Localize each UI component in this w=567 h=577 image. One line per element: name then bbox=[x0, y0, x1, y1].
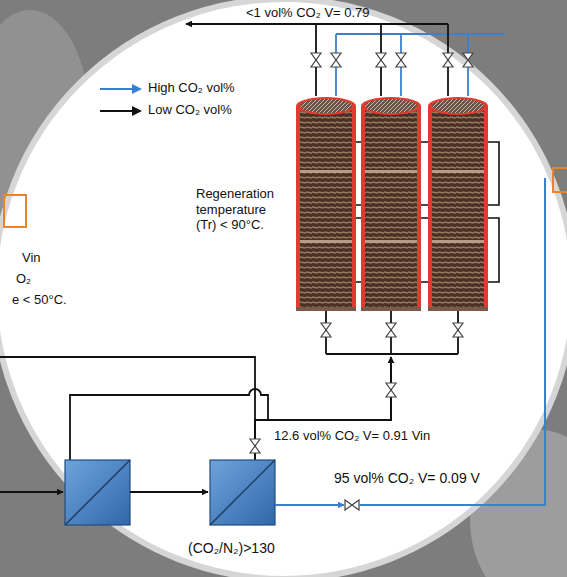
valve-half bbox=[463, 53, 473, 60]
legend-arrow-shaft bbox=[100, 110, 134, 112]
stream-label: 95 vol% CO₂ V= 0.09 V bbox=[334, 470, 480, 487]
condition-note: e < 50°C. bbox=[12, 292, 67, 308]
stream-label: 12.6 vol% CO₂ V= 0.91 Vin bbox=[274, 428, 430, 444]
valve-symbol bbox=[463, 53, 473, 67]
valve-symbol bbox=[331, 53, 341, 67]
adsorption-column bbox=[361, 97, 432, 311]
legend-text: High CO₂ vol% bbox=[148, 80, 235, 96]
valve-half bbox=[250, 446, 260, 453]
valve-half bbox=[396, 53, 406, 60]
adsorption-column bbox=[296, 97, 367, 311]
legend-arrow bbox=[100, 105, 144, 117]
column-base bbox=[361, 307, 421, 311]
membrane-module bbox=[65, 460, 130, 525]
valve-half bbox=[321, 330, 331, 337]
low-co2-pipe bbox=[0, 357, 255, 420]
high-co2-pipe bbox=[359, 178, 545, 505]
valve-symbol bbox=[443, 53, 453, 67]
section-gap bbox=[365, 240, 417, 243]
column-cap bbox=[432, 99, 484, 113]
column-cap bbox=[428, 97, 488, 115]
electrode-bracket bbox=[488, 142, 499, 282]
valve-half bbox=[443, 60, 453, 67]
valve-half bbox=[311, 53, 321, 60]
heater-jacket bbox=[296, 106, 356, 310]
heater-jacket bbox=[428, 106, 488, 310]
valve-half bbox=[453, 330, 463, 337]
valve-half bbox=[376, 53, 386, 60]
low-co2-pipe bbox=[186, 23, 448, 25]
valve-half bbox=[352, 500, 359, 510]
section-gap bbox=[300, 170, 352, 173]
stream-label: Vin bbox=[22, 250, 41, 266]
column-body bbox=[300, 106, 352, 310]
valve-half bbox=[376, 60, 386, 67]
section-gap bbox=[365, 170, 417, 173]
high-co2-pipe bbox=[336, 33, 505, 35]
valve-symbol bbox=[386, 323, 396, 337]
valve-half bbox=[345, 500, 352, 510]
valve-half bbox=[386, 323, 396, 330]
legend-arrow-shaft bbox=[100, 88, 134, 90]
valve-half bbox=[331, 53, 341, 60]
low-co2-pipe bbox=[70, 389, 268, 460]
legend-arrow bbox=[100, 83, 144, 95]
membrane-sheet bbox=[65, 460, 130, 525]
section-gap bbox=[432, 170, 484, 173]
valve-half bbox=[386, 383, 396, 390]
membrane-sheet bbox=[210, 460, 275, 525]
membrane-box bbox=[65, 460, 130, 525]
section-gap bbox=[432, 240, 484, 243]
low-co2-pipe bbox=[0, 491, 63, 493]
valve-half bbox=[386, 330, 396, 337]
legend-arrow-head bbox=[132, 84, 142, 94]
valve-half bbox=[463, 60, 473, 67]
low-co2-pipe bbox=[130, 491, 208, 493]
valve-half bbox=[443, 53, 453, 60]
column-cap bbox=[365, 99, 417, 113]
valve-half bbox=[396, 60, 406, 67]
membrane-box bbox=[210, 460, 275, 525]
valve-symbol bbox=[453, 323, 463, 337]
stream-label: <1 vol% CO₂ V= 0.79 bbox=[246, 5, 370, 21]
column-cap bbox=[296, 97, 356, 115]
selectivity-label: (CO₂/N₂)>130 bbox=[188, 540, 275, 557]
column-body bbox=[432, 106, 484, 310]
valve-symbol bbox=[345, 500, 359, 510]
valve-symbol bbox=[250, 439, 260, 453]
column-base bbox=[428, 307, 488, 311]
legend-arrow-head bbox=[132, 106, 142, 116]
valve-symbol bbox=[311, 53, 321, 67]
valve-symbol bbox=[376, 53, 386, 67]
valve-half bbox=[250, 439, 260, 446]
valve-symbol bbox=[386, 383, 396, 397]
stream-label: O₂ bbox=[16, 271, 31, 287]
heater-jacket bbox=[361, 106, 421, 310]
valve-symbol bbox=[396, 53, 406, 67]
valve-half bbox=[453, 323, 463, 330]
side-box-fragment bbox=[553, 168, 567, 192]
column-body bbox=[365, 106, 417, 310]
column-cap bbox=[300, 99, 352, 113]
low-co2-pipe bbox=[326, 353, 458, 355]
valve-half bbox=[386, 390, 396, 397]
low-co2-pipe bbox=[255, 357, 391, 460]
valve-symbol bbox=[321, 323, 331, 337]
adsorption-column bbox=[428, 97, 499, 311]
valve-half bbox=[331, 60, 341, 67]
side-box-fragment bbox=[4, 195, 26, 227]
valve-half bbox=[321, 323, 331, 330]
column-base bbox=[296, 307, 356, 311]
legend-text: Low CO₂ vol% bbox=[148, 102, 232, 118]
membrane-module bbox=[210, 460, 275, 525]
valve-half bbox=[311, 60, 321, 67]
condition-note: Regeneration temperature (Tr) < 90°C. bbox=[196, 186, 290, 233]
column-cap bbox=[361, 97, 421, 115]
high-co2-pipe bbox=[275, 504, 344, 506]
section-gap bbox=[300, 240, 352, 243]
